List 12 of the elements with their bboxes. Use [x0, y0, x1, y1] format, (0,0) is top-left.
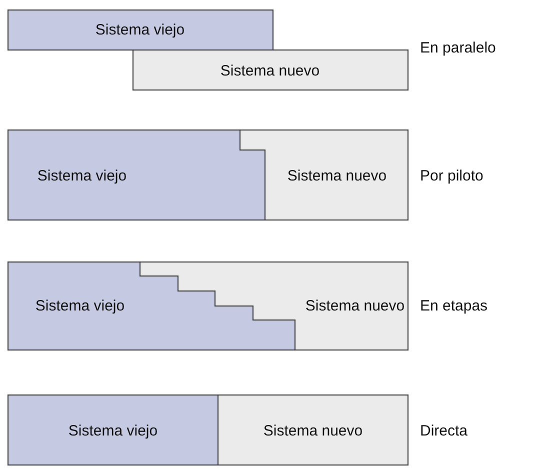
strategy-label: Por piloto: [420, 168, 484, 184]
system-label: Sistema nuevo: [287, 168, 387, 184]
system-label: Sistema viejo: [35, 298, 125, 314]
system-label: Sistema nuevo: [220, 62, 320, 80]
system-label: Sistema viejo: [37, 168, 127, 184]
system-label: Sistema nuevo: [305, 298, 405, 314]
strategy-label: En paralelo: [420, 40, 496, 56]
system-label: Sistema viejo: [95, 22, 185, 38]
strategy-label: En etapas: [420, 298, 488, 314]
system-label: Sistema viejo: [68, 422, 158, 440]
system-label: Sistema nuevo: [263, 422, 363, 440]
strategy-label: Directa: [420, 422, 468, 440]
